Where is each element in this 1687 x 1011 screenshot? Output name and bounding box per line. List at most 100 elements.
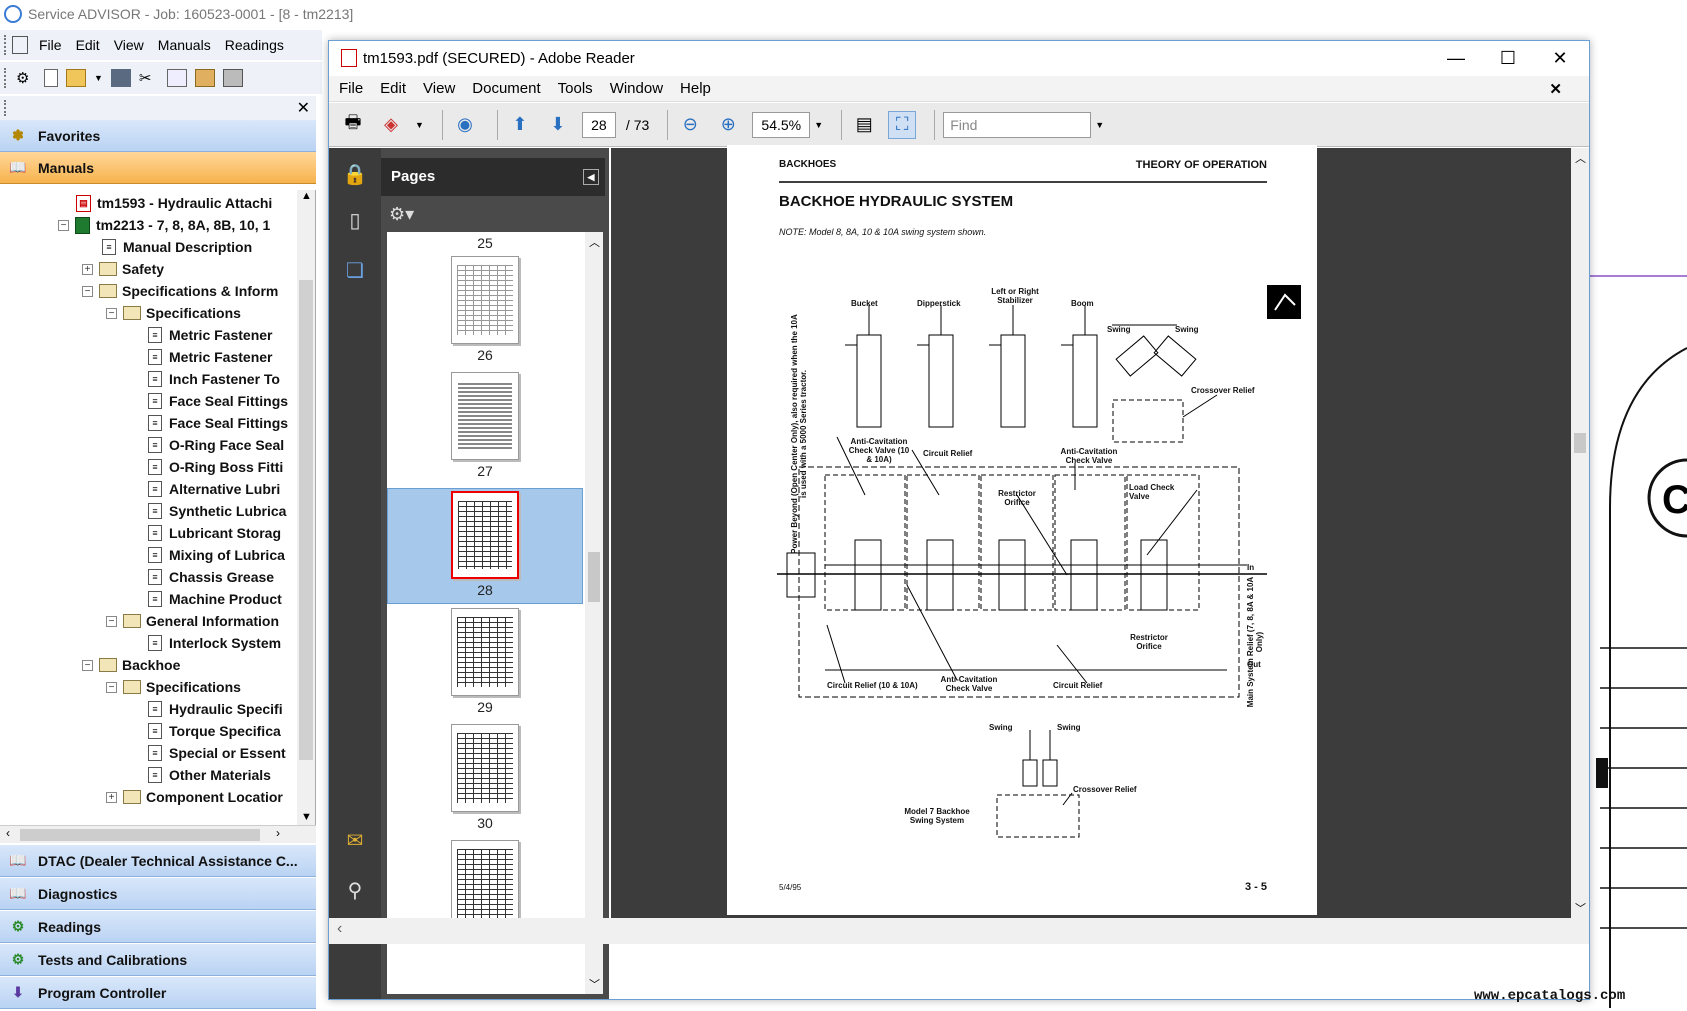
collaborate-icon[interactable]: ◉	[457, 114, 473, 134]
tree-item-doc[interactable]: ≡Metric Fastener	[148, 346, 272, 368]
tree-item-doc[interactable]: ≡O-Ring Boss Fitti	[148, 456, 283, 478]
tree-item-doc[interactable]: ≡Special or Essent	[148, 742, 286, 764]
fit-page-icon[interactable]: ⛶	[888, 110, 917, 139]
previous-page-icon[interactable]: ⬆	[512, 114, 528, 134]
tree-scroll-thumb[interactable]	[299, 280, 313, 760]
panel-close-icon[interactable]: ✕	[296, 100, 310, 117]
scroll-down-icon[interactable]: ▼	[301, 811, 312, 823]
tree-item-doc[interactable]: ≡Torque Specifica	[148, 720, 281, 742]
collapse-icon[interactable]: −	[106, 615, 117, 627]
tree-item-doc[interactable]: ≡Machine Product	[148, 588, 282, 610]
menu-edit[interactable]: Edit	[75, 37, 100, 53]
close-button[interactable]: ✕	[1552, 48, 1568, 68]
expand-icon[interactable]: +	[82, 263, 93, 275]
nav-favorites[interactable]: ✽ Favorites	[0, 120, 316, 152]
thumbnail-item[interactable]: 27	[387, 372, 583, 482]
collapse-icon[interactable]: −	[58, 219, 69, 231]
print-icon[interactable]: 🖶	[344, 111, 362, 132]
thumbnail-item[interactable]: 29	[387, 608, 583, 718]
menu-readings[interactable]: Readings	[224, 37, 284, 53]
zoom-dropdown-icon[interactable]: ▼	[814, 119, 824, 130]
tree-item-doc[interactable]: ≡Other Materials	[148, 764, 271, 786]
menu-manuals[interactable]: Manuals	[157, 37, 211, 53]
tree-item-doc[interactable]: ≡Hydraulic Specifi	[148, 698, 283, 720]
tree-item-tm1593[interactable]: ▤tm1593 - Hydraulic Attachi	[76, 192, 272, 214]
page-number-input[interactable]: 28	[581, 111, 616, 138]
tree-item-tm2213[interactable]: −tm2213 - 7, 8, 8A, 8B, 10, 1	[58, 214, 270, 236]
thumbnails-scrollbar[interactable]: ︿ ﹀	[585, 232, 603, 994]
open-folder-icon[interactable]	[66, 69, 86, 87]
reader-menu-document[interactable]: Document	[472, 80, 541, 97]
tree-item-component-location[interactable]: +Component Locatior	[106, 786, 283, 808]
thumbnail-item[interactable]	[387, 840, 583, 928]
tree-item-manual-description[interactable]: ≡Manual Description	[102, 236, 252, 258]
next-page-icon[interactable]: ⬇	[550, 114, 566, 134]
reader-menu-window[interactable]: Window	[609, 80, 664, 97]
thumbnail-item[interactable]: 26	[387, 256, 583, 366]
share-icon[interactable]: ◈	[384, 114, 398, 134]
bookmarks-icon[interactable]: ❏	[346, 260, 364, 282]
reader-menu-tools[interactable]: Tools	[557, 80, 593, 97]
collapse-icon[interactable]: −	[82, 285, 93, 297]
reader-menu-help[interactable]: Help	[680, 80, 711, 97]
collapse-icon[interactable]: −	[106, 307, 117, 319]
tree-item-doc[interactable]: ≡Alternative Lubri	[148, 478, 280, 500]
scroll-right-icon[interactable]: ›	[276, 826, 280, 840]
paste-icon[interactable]	[194, 69, 215, 87]
reader-menu-view[interactable]: View	[423, 80, 456, 97]
zoom-out-icon[interactable]: ⊖	[682, 114, 698, 134]
thumbnails-scroll-thumb[interactable]	[588, 552, 600, 602]
tree-item-backhoe[interactable]: −Backhoe	[82, 654, 180, 676]
find-input[interactable]: Find	[943, 111, 1092, 138]
document-horizontal-scrollbar[interactable]: ‹	[329, 918, 1589, 944]
find-dropdown-icon[interactable]: ▼	[1095, 119, 1105, 130]
nav-readings[interactable]: ⚙ Readings	[0, 911, 316, 943]
tree-hscroll-thumb[interactable]	[20, 829, 260, 841]
thumbnail-item[interactable]: 25	[387, 232, 583, 254]
reader-menu-file[interactable]: File	[339, 80, 364, 97]
scroll-left-icon[interactable]: ‹	[6, 826, 10, 840]
tree-vertical-scrollbar[interactable]: ▲ ▼	[297, 190, 315, 825]
tree-item-safety[interactable]: +Safety	[82, 258, 164, 280]
new-job-icon[interactable]: ⚙	[16, 70, 30, 87]
nav-program-controller[interactable]: ⬇ Program Controller	[0, 977, 316, 1009]
nav-manuals[interactable]: 📖 Manuals	[0, 152, 316, 184]
copy-icon[interactable]	[166, 69, 187, 87]
cut-icon[interactable]: ✂	[138, 70, 152, 87]
thumbnail-item[interactable]: 30	[387, 724, 583, 834]
tree-item-doc[interactable]: ≡Inch Fastener To	[148, 368, 280, 390]
print-icon[interactable]	[222, 69, 243, 87]
scroll-up-icon[interactable]: ︿	[1575, 153, 1586, 165]
toolbar-grip[interactable]	[4, 35, 8, 55]
save-icon[interactable]	[110, 69, 131, 87]
maximize-button[interactable]: ☐	[1499, 48, 1517, 68]
collapse-icon[interactable]: −	[106, 681, 117, 693]
scroll-left-icon[interactable]: ‹	[337, 920, 343, 937]
toolbar-grip[interactable]	[4, 68, 8, 88]
tree-item-doc[interactable]: ≡Chassis Grease	[148, 566, 274, 588]
panel-grip[interactable]	[4, 100, 8, 116]
tree-horizontal-scrollbar[interactable]: ‹ ›	[0, 825, 316, 843]
tree-item-doc[interactable]: ≡O-Ring Face Seal	[148, 434, 284, 456]
new-document-icon[interactable]	[44, 69, 58, 87]
tree-item-doc[interactable]: ≡Face Seal Fittings	[148, 390, 288, 412]
tree-item-specifications[interactable]: −Specifications	[106, 302, 241, 324]
tree-item-doc[interactable]: ≡Lubricant Storag	[148, 522, 281, 544]
document-close-icon[interactable]: ✕	[1549, 80, 1562, 98]
tree-item-specifications[interactable]: −Specifications	[106, 676, 241, 698]
menu-file[interactable]: File	[39, 37, 62, 53]
share-dropdown-icon[interactable]: ▼	[415, 119, 424, 130]
nav-dtac[interactable]: 📖 DTAC (Dealer Technical Assistance C...	[0, 845, 316, 877]
tree-item-specifications-info[interactable]: −Specifications & Inform	[82, 280, 278, 302]
nav-diagnostics[interactable]: 📖 Diagnostics	[0, 878, 316, 910]
comments-icon[interactable]: ✉	[346, 830, 364, 852]
tree-item-doc[interactable]: ≡Interlock System	[148, 632, 281, 654]
reader-menu-edit[interactable]: Edit	[380, 80, 407, 97]
zoom-level-input[interactable]: 54.5%	[752, 111, 811, 138]
document-scroll-thumb[interactable]	[1574, 433, 1586, 453]
tree-item-doc[interactable]: ≡Mixing of Lubrica	[148, 544, 285, 566]
tree-item-doc[interactable]: ≡Synthetic Lubrica	[148, 500, 286, 522]
tree-item-general-information[interactable]: −General Information	[106, 610, 279, 632]
collapse-icon[interactable]: −	[82, 659, 93, 671]
scrolling-mode-icon[interactable]: ▤	[855, 114, 873, 134]
